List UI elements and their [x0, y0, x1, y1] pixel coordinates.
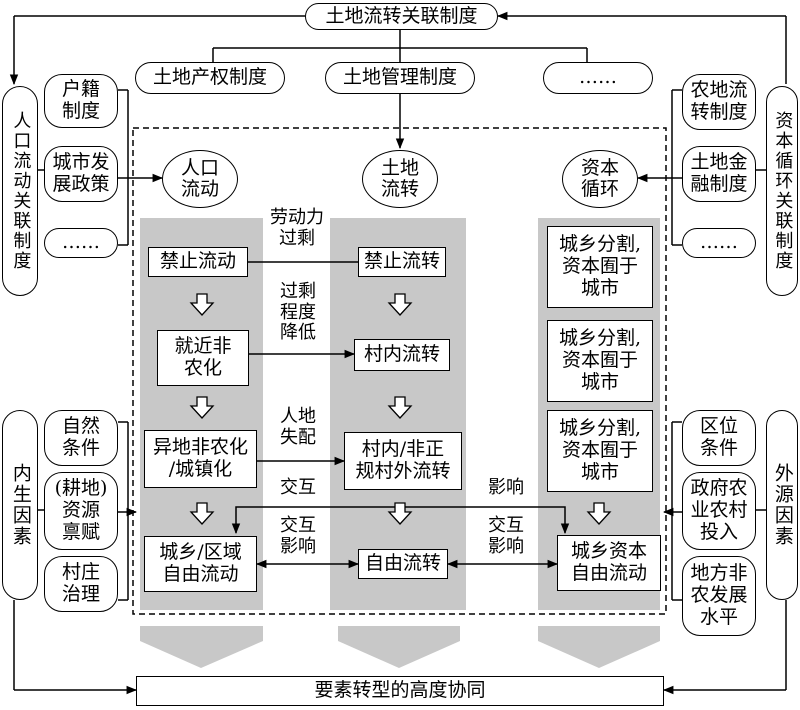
population-step-2: 就近非 农化	[157, 330, 249, 386]
left-item-ellipsis: ……	[44, 228, 118, 258]
label-surplus-reduced: 过剩 程度 降低	[280, 281, 316, 344]
label-interaction-influence-right: 交互 影响	[488, 515, 524, 557]
land-property-rights-box: 土地产权制度	[135, 62, 285, 94]
label-interaction-influence-left: 交互 影响	[280, 515, 316, 557]
capital-step-1: 城乡分割, 资本囿于 城市	[547, 226, 653, 308]
land-step-4: 自由流转	[358, 549, 448, 579]
right-item-ellipsis: ……	[682, 228, 756, 258]
population-step-1: 禁止流动	[148, 247, 248, 277]
left-factor-resources: (耕地) 资源 禀赋	[44, 472, 118, 550]
population-step-4: 城乡/区域 自由流动	[144, 536, 257, 592]
label-labor-surplus: 劳动力 过剩	[270, 207, 324, 249]
right-item-land-finance: 土地金 融制度	[682, 146, 756, 202]
capital-step-2: 城乡分割, 资本囿于 城市	[547, 320, 653, 402]
right-item-farmland-transfer: 农地流 转制度	[682, 74, 756, 130]
label-interaction: 交互	[280, 477, 316, 498]
top-ellipsis-box: ……	[543, 62, 653, 94]
land-transfer-institutions-box: 土地流转关联制度	[305, 3, 498, 30]
land-step-2: 村内流转	[354, 339, 450, 371]
land-management-box: 土地管理制度	[325, 62, 475, 94]
capital-cycle-institutions-box: 资本循环关联制度	[766, 86, 798, 296]
land-step-1: 禁止流转	[358, 247, 446, 277]
right-factor-location: 区位 条件	[682, 410, 756, 466]
capital-cycle-head: 资本 循环	[562, 150, 638, 208]
left-factor-natural: 自然 条件	[44, 410, 118, 466]
land-transfer-head: 土地 流转	[362, 150, 438, 208]
population-flow-head: 人口 流动	[162, 150, 238, 208]
exogenous-factors-box: 外源因素	[766, 410, 798, 600]
left-factor-village: 村庄 治理	[44, 556, 118, 612]
population-step-3: 异地非农化 /城镇化	[144, 430, 257, 488]
left-item-hukou: 户籍 制度	[44, 74, 118, 128]
label-influence: 影响	[488, 477, 524, 498]
left-item-urban-policy: 城市发 展政策	[44, 146, 118, 202]
right-factor-nonfarm: 地方非 农发展 水平	[682, 556, 756, 636]
capital-step-3: 城乡分割, 资本囿于 城市	[547, 410, 653, 492]
right-factor-government: 政府农 业农村 投入	[682, 472, 756, 550]
label-mismatch: 人地 失配	[280, 406, 316, 448]
capital-step-4: 城乡资本 自由流动	[557, 535, 661, 591]
factor-transformation-synergy-box: 要素转型的高度协同	[136, 676, 664, 706]
land-step-3: 村内/非正 规村外流转	[344, 432, 462, 490]
population-flow-institutions-box: 人口流动关联制度	[2, 86, 38, 296]
endogenous-factors-box: 内生因素	[2, 410, 38, 600]
